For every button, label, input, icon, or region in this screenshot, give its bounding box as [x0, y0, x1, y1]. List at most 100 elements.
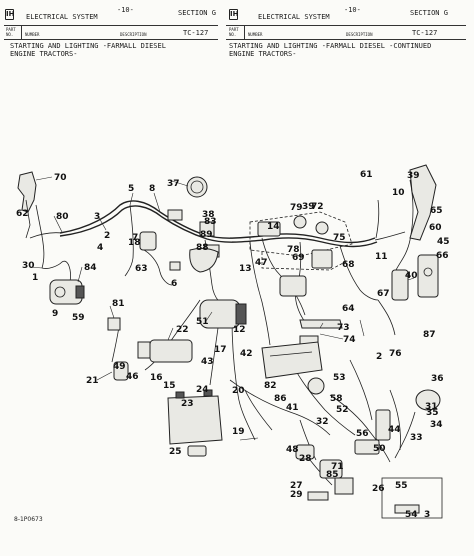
callout-87: 87: [423, 330, 436, 340]
callout-11: 11: [375, 252, 388, 262]
callout-26: 26: [372, 484, 385, 494]
left-col-number: NUMBER: [25, 32, 40, 37]
callout-39: 39: [407, 171, 420, 181]
components: [17, 164, 443, 519]
callout-76: 76: [389, 349, 402, 359]
callout-4: 4: [97, 243, 103, 253]
callout-21: 21: [86, 376, 99, 386]
callout-3: 3: [94, 212, 100, 222]
callout-12: 12: [233, 325, 246, 335]
callout-14: 14: [267, 222, 280, 232]
battery: [167, 395, 223, 445]
left-col-description: DESCRIPTION: [120, 32, 147, 37]
left-catalog-ref: TC-127: [183, 29, 209, 37]
callout-45: 45: [437, 237, 450, 247]
left-section: SECTION G: [178, 9, 216, 17]
ih-logo-left: IH: [5, 9, 15, 20]
callout-54: 54: [405, 510, 418, 520]
callout-62: 62: [16, 209, 29, 219]
callout-72: 72: [311, 202, 324, 212]
regulator: [139, 231, 157, 251]
callout-37: 37: [167, 179, 180, 189]
flasher: [307, 377, 325, 395]
callout-39: 39: [302, 202, 315, 212]
right-col-no: NO.: [229, 32, 237, 37]
callout-74: 74: [343, 335, 356, 345]
ih-logo-right: IH: [229, 9, 239, 20]
left-title-line2: ENGINE TRACTORS-: [10, 50, 78, 58]
callout-20: 20: [232, 386, 245, 396]
callout-80: 80: [56, 212, 69, 222]
callout-15: 15: [163, 381, 176, 391]
headlight: [186, 176, 208, 198]
callout-31: 31: [425, 402, 438, 412]
callout-33: 33: [410, 433, 423, 443]
callout-10: 10: [392, 188, 405, 198]
left-title-line1: STARTING AND LIGHTING -FARMALL DIESEL: [10, 42, 166, 50]
right-col-part: PART: [229, 27, 239, 32]
callout-65: 65: [430, 206, 443, 216]
left-page-number: -10-: [117, 6, 134, 14]
callout-13: 13: [239, 264, 252, 274]
callout-41: 41: [286, 403, 299, 413]
callout-67: 67: [377, 289, 390, 299]
callout-51: 51: [196, 317, 209, 327]
wiring-harness: [29, 179, 416, 486]
starter-switch: [149, 339, 193, 363]
callout-44: 44: [388, 425, 401, 435]
callout-84: 84: [84, 263, 97, 273]
callout-58: 58: [330, 394, 343, 404]
left-col-no: NO.: [6, 32, 14, 37]
battery-box-upper: [261, 341, 323, 379]
right-page-number: -10-: [344, 6, 361, 14]
left-col-part: PART: [6, 27, 16, 32]
callout-24: 24: [196, 385, 209, 395]
callout-2: 2: [104, 231, 110, 241]
right-catalog-ref: TC-127: [412, 29, 438, 37]
right-title-line2: ENGINE TRACTORS-: [229, 50, 297, 58]
callout-27: 27: [290, 481, 303, 491]
callout-73: 73: [337, 323, 350, 333]
callout-9: 9: [52, 309, 58, 319]
callout-56: 56: [356, 429, 369, 439]
callout-78: 78: [287, 245, 300, 255]
right-system-title: ELECTRICAL SYSTEM: [258, 13, 330, 21]
leader-lines: [29, 176, 415, 441]
callout-23: 23: [181, 399, 194, 409]
callout-3: 3: [424, 510, 430, 520]
callout-42: 42: [240, 349, 253, 359]
callout-59: 59: [72, 313, 85, 323]
callout-2: 2: [376, 352, 382, 362]
callout-40: 40: [405, 271, 418, 281]
callout-5: 5: [128, 184, 134, 194]
callout-17: 17: [214, 345, 227, 355]
callout-38: 38: [202, 210, 215, 220]
callout-52: 52: [336, 405, 349, 415]
callout-88: 88: [196, 243, 209, 253]
callout-8: 8: [149, 184, 155, 194]
left-system-title: ELECTRICAL SYSTEM: [26, 13, 98, 21]
right-col-description: DESCRIPTION: [346, 32, 373, 37]
callout-1: 1: [32, 273, 38, 283]
callout-48: 48: [286, 445, 299, 455]
callout-60: 60: [429, 223, 442, 233]
callout-18: 18: [128, 238, 141, 248]
callout-16: 16: [150, 373, 163, 383]
callout-68: 68: [342, 260, 355, 270]
right-col-number: NUMBER: [248, 32, 263, 37]
callout-64: 64: [342, 304, 355, 314]
callout-79: 79: [290, 203, 303, 213]
callout-25: 25: [169, 447, 182, 457]
callout-30: 30: [22, 261, 35, 271]
callout-22: 22: [176, 325, 189, 335]
instrument-panel: [257, 221, 281, 237]
callout-70: 70: [54, 173, 67, 183]
callout-32: 32: [316, 417, 329, 427]
callout-81: 81: [112, 299, 125, 309]
callout-46: 46: [126, 372, 139, 382]
callout-75: 75: [333, 233, 346, 243]
callout-83: 83: [204, 217, 217, 227]
callout-89: 89: [200, 230, 213, 240]
